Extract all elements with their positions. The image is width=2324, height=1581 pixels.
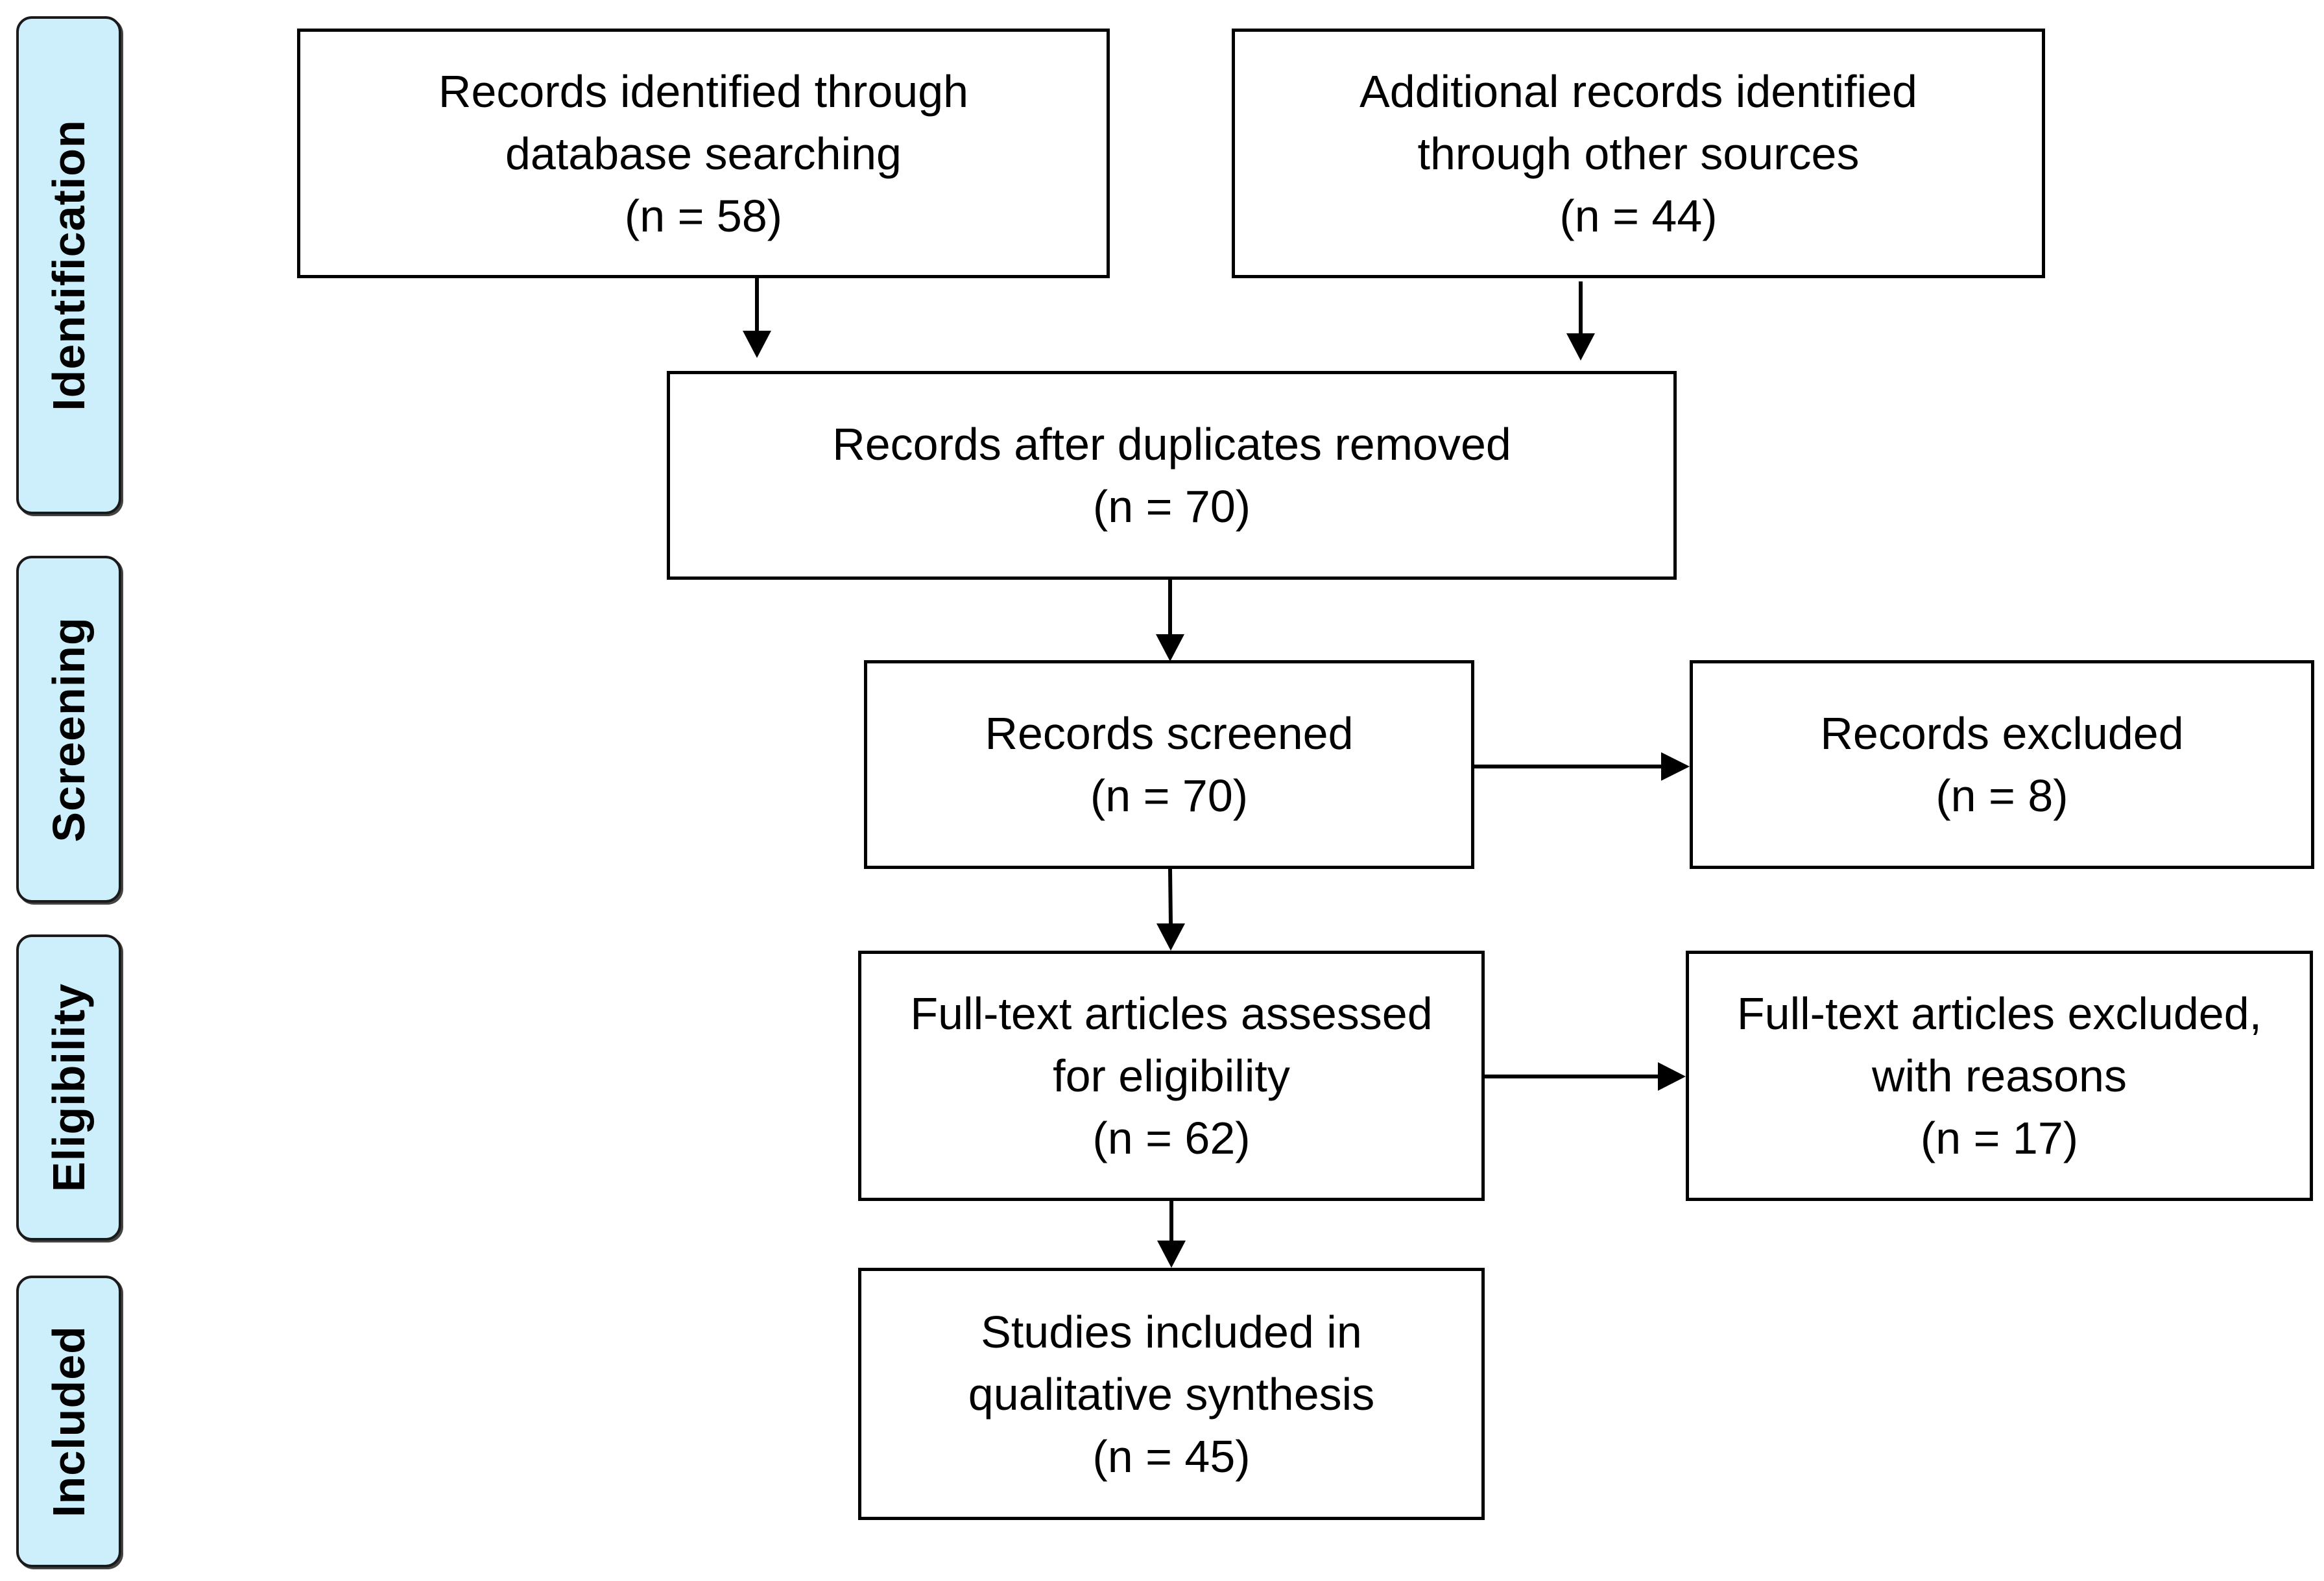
arrowhead-screened-to-excluded <box>1661 752 1690 781</box>
box-full-text-excluded-count: (n = 17) <box>1920 1113 2079 1163</box>
box-database-records-text: Records identified through database sear… <box>438 65 969 179</box>
phase-eligibility: Eligibility <box>16 934 121 1241</box>
arrow-screened-to-fulltext <box>1168 868 1173 924</box>
box-records-screened: Records screened (n = 70) <box>864 660 1474 869</box>
arrowhead-database-to-duplicates <box>743 331 771 358</box>
box-full-text-assessed-count: (n = 62) <box>1092 1113 1251 1163</box>
box-full-text-assessed-text: Full-text articles assessed for eligibil… <box>910 988 1433 1101</box>
arrowhead-fulltext-to-included <box>1157 1241 1186 1268</box>
box-after-duplicates-text: Records after duplicates removed <box>832 419 1511 470</box>
box-included-studies: Studies included in qualitative synthesi… <box>858 1268 1485 1520</box>
box-full-text-assessed: Full-text articles assessed for eligibil… <box>858 951 1485 1201</box>
box-records-excluded: Records excluded (n = 8) <box>1690 660 2314 869</box>
box-records-excluded-count: (n = 8) <box>1935 770 2068 821</box>
arrowhead-other-to-duplicates <box>1566 333 1595 361</box>
box-other-sources-count: (n = 44) <box>1559 190 1718 241</box>
box-records-excluded-text: Records excluded <box>1820 708 2184 759</box>
box-records-screened-text: Records screened <box>985 708 1354 759</box>
box-database-records-count: (n = 58) <box>624 190 783 241</box>
box-database-records: Records identified through database sear… <box>297 29 1110 278</box>
box-records-screened-count: (n = 70) <box>1090 770 1249 821</box>
phase-identification: Identification <box>16 16 121 514</box>
box-included-studies-text: Studies included in qualitative synthesi… <box>968 1306 1375 1420</box>
arrowhead-duplicates-to-screened <box>1156 634 1184 661</box>
phase-screening: Screening <box>16 556 121 903</box>
box-other-sources-text: Additional records identified through ot… <box>1360 65 1917 179</box>
box-other-sources: Additional records identified through ot… <box>1232 29 2045 278</box>
box-full-text-excluded-text: Full-text articles excluded, with reason… <box>1736 988 2262 1101</box>
box-after-duplicates-count: (n = 70) <box>1092 481 1251 532</box>
arrowhead-fulltext-to-excluded <box>1658 1062 1686 1091</box>
box-included-studies-count: (n = 45) <box>1092 1431 1251 1482</box>
box-full-text-excluded: Full-text articles excluded, with reason… <box>1686 951 2313 1201</box>
box-after-duplicates: Records after duplicates removed (n = 70… <box>667 371 1677 580</box>
arrowhead-screened-to-fulltext <box>1156 923 1185 951</box>
phase-included: Included <box>16 1276 121 1567</box>
